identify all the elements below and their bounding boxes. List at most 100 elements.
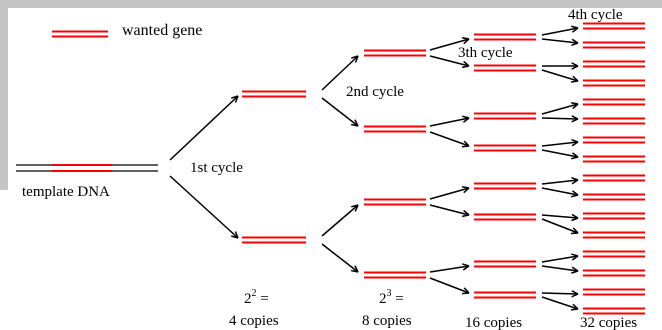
arrow-head bbox=[572, 75, 579, 82]
gen3-copy bbox=[474, 112, 536, 120]
arrow-shaft bbox=[541, 27, 579, 36]
arrow-head bbox=[231, 235, 239, 239]
arrow-head bbox=[354, 55, 359, 63]
gene-copies bbox=[242, 22, 645, 315]
arrow-shaft bbox=[541, 218, 579, 234]
gen4-copy bbox=[583, 250, 645, 258]
arrow-head bbox=[571, 194, 579, 198]
arrow-shaft bbox=[429, 55, 470, 67]
arrow-cycle4 bbox=[541, 218, 579, 235]
arrow-head bbox=[234, 231, 239, 239]
gen3-copy bbox=[474, 260, 536, 268]
arrow-head bbox=[354, 204, 359, 212]
arrow-head bbox=[571, 213, 579, 219]
gen3-copy bbox=[474, 291, 536, 299]
cycle-label-4: 4th cycle bbox=[568, 7, 623, 23]
arrow-shaft bbox=[541, 103, 579, 115]
gen2-copy bbox=[364, 49, 426, 57]
arrow-shaft bbox=[541, 117, 579, 120]
arrow-cycle4 bbox=[541, 38, 579, 47]
arrow-head bbox=[351, 55, 359, 59]
cycle-label-1: 1st cycle bbox=[190, 160, 243, 176]
arrow-head bbox=[463, 187, 470, 194]
arrow-cycle3 bbox=[429, 115, 470, 127]
arrow-shaft bbox=[541, 255, 579, 263]
arrow-cycle4 bbox=[541, 265, 579, 274]
arrow-cycle4 bbox=[541, 290, 579, 298]
formula-exp-2: 3 bbox=[387, 288, 392, 299]
gen4-copy bbox=[583, 193, 645, 201]
arrow-head bbox=[461, 65, 470, 69]
arrow-head bbox=[463, 60, 470, 67]
arrow-cycle1-up bbox=[169, 95, 239, 161]
arrow-head bbox=[234, 95, 239, 103]
arrow-shaft bbox=[541, 69, 579, 82]
legend-gene-pair bbox=[52, 30, 108, 38]
arrow-cycle4 bbox=[541, 176, 579, 185]
template-strand-pair bbox=[16, 164, 158, 172]
arrow-shaft bbox=[541, 141, 579, 147]
arrow-cycle3 bbox=[429, 131, 470, 148]
arrow-shaft bbox=[321, 243, 359, 273]
gen4-copy bbox=[583, 212, 645, 220]
arrow-shaft bbox=[541, 179, 579, 185]
arrow-head bbox=[571, 253, 579, 257]
gen4-copy bbox=[583, 231, 645, 239]
gen4-copy bbox=[583, 288, 645, 296]
gen1-copy bbox=[242, 90, 306, 98]
arrow-head bbox=[350, 269, 359, 273]
arrow-head bbox=[350, 123, 359, 127]
arrow-cycle4 bbox=[541, 69, 579, 83]
arrow-head bbox=[572, 103, 579, 110]
formula-tail-1: = bbox=[257, 291, 269, 307]
count-label-1: 4 copies bbox=[229, 313, 279, 329]
arrow-shaft bbox=[541, 38, 579, 44]
arrow-head bbox=[351, 204, 359, 208]
arrow-shaft bbox=[541, 296, 579, 310]
arrow-shaft bbox=[429, 38, 470, 51]
arrow-shaft bbox=[169, 175, 239, 239]
arrow-cycle4 bbox=[541, 25, 579, 36]
arrow-cycle4 bbox=[541, 115, 579, 123]
arrow-head bbox=[463, 140, 470, 147]
arrow-cycle4 bbox=[541, 253, 579, 263]
arrow-shaft bbox=[321, 55, 359, 91]
gen2-copy bbox=[364, 125, 426, 133]
arrow-head bbox=[571, 62, 579, 67]
arrow-head bbox=[571, 38, 579, 44]
arrow-cycle2 bbox=[321, 204, 359, 237]
arrow-cycle3 bbox=[429, 263, 470, 273]
gen4-copy bbox=[583, 79, 645, 87]
arrow-cycle4 bbox=[542, 62, 579, 70]
count-formula-1: 22 = bbox=[244, 288, 269, 307]
arrow-head bbox=[354, 119, 359, 127]
frame-bar-left bbox=[0, 0, 8, 190]
arrow-shaft bbox=[321, 204, 359, 237]
template-label: template DNA bbox=[22, 184, 110, 200]
frame-bar-top bbox=[0, 0, 662, 8]
gen4-copy bbox=[583, 174, 645, 182]
arrow-head bbox=[571, 65, 579, 70]
legend-gene-sample bbox=[52, 30, 108, 38]
arrow-cycle3 bbox=[429, 186, 470, 200]
arrow-head bbox=[572, 303, 579, 310]
gen3-copy bbox=[474, 33, 536, 41]
arrow-cycle1-down bbox=[169, 175, 239, 239]
arrow-head bbox=[571, 138, 579, 143]
arrow-shaft bbox=[429, 265, 470, 273]
arrow-head bbox=[231, 95, 239, 99]
arrow-shaft bbox=[541, 292, 579, 295]
arrow-shaft bbox=[541, 187, 579, 196]
arrow-cycle2 bbox=[321, 243, 359, 273]
legend-label: wanted gene bbox=[122, 22, 202, 39]
gen4-copy bbox=[583, 41, 645, 49]
formula-base-2: 2 bbox=[379, 291, 387, 307]
arrow-head bbox=[571, 217, 579, 222]
arrow-head bbox=[571, 190, 579, 196]
gen3-copy bbox=[474, 64, 536, 72]
arrow-head bbox=[463, 209, 470, 216]
arrow-head bbox=[462, 263, 470, 267]
arrow-head bbox=[462, 117, 470, 123]
formula-exp-1: 2 bbox=[252, 288, 257, 299]
